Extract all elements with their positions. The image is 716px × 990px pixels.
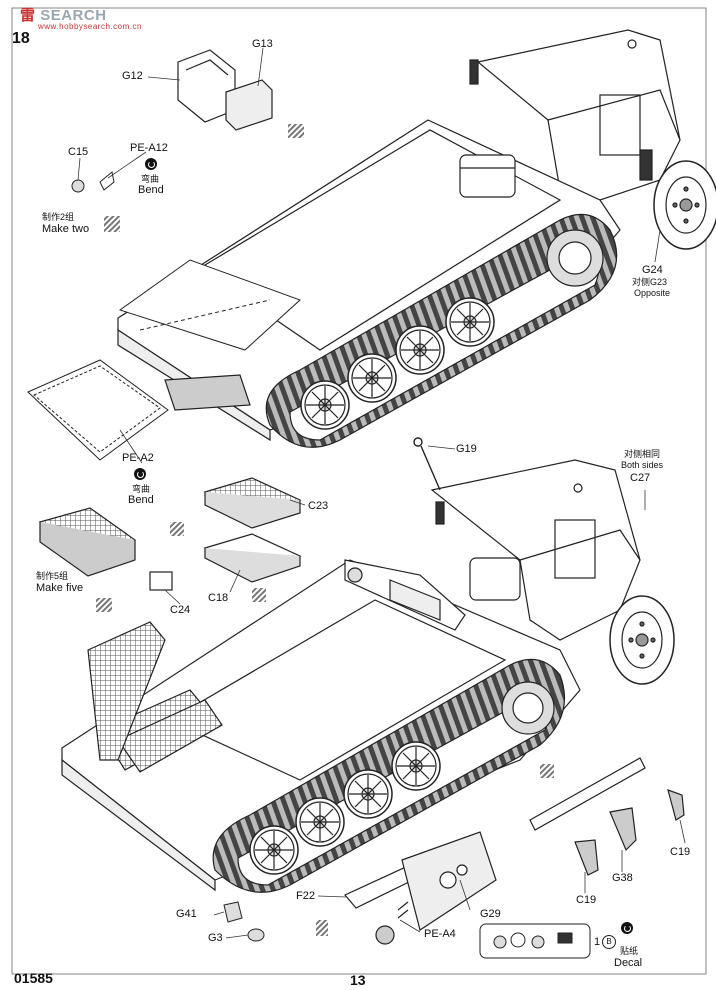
- label-pe-a4: PE-A4: [424, 928, 456, 940]
- label-c15: C15: [68, 146, 89, 158]
- upper-vehicle: [117, 29, 716, 448]
- watermark-site: SEARCH: [40, 7, 107, 24]
- pe-a2-parts: [27, 259, 301, 461]
- c19-g38-parts: [529, 757, 685, 876]
- label-both-sides-cn: 对侧相同: [624, 449, 661, 459]
- watermark-brand: 雷: [20, 7, 36, 24]
- label-g13: G13: [252, 38, 273, 50]
- label-c19-right: C19: [670, 846, 691, 858]
- label-g12: G12: [122, 70, 143, 82]
- label-c24: C24: [170, 604, 191, 616]
- step-number: 18: [12, 30, 30, 47]
- label-g41: G41: [176, 908, 197, 920]
- label-g38: G38: [612, 872, 633, 884]
- label-pe-a2: PE-A2: [122, 452, 154, 464]
- g12-g13-parts: [177, 49, 273, 131]
- label-g19: G19: [456, 443, 477, 455]
- kit-number: 01585: [14, 970, 53, 986]
- label-f22: F22: [296, 890, 315, 902]
- label-g3: G3: [208, 932, 223, 944]
- decal-sheet-badge: B: [602, 935, 616, 949]
- label-g29: G29: [480, 908, 501, 920]
- label-g24: G24: [642, 264, 663, 276]
- label-opposite-en: Opposite: [634, 288, 671, 298]
- label-bend-en-1: Bend: [138, 184, 164, 196]
- dashboard-part: [344, 559, 466, 631]
- label-pe-a12: PE-A12: [130, 142, 168, 154]
- label-c18: C18: [208, 592, 229, 604]
- bend-icon-2: [134, 468, 146, 480]
- watermark-slogan: www.hobbysearch.com.cn: [38, 22, 142, 31]
- rack-parts: [38, 477, 302, 761]
- label-decal-cn: 贴纸: [620, 946, 639, 956]
- g19-part: [413, 437, 441, 491]
- label-c19-left: C19: [576, 894, 597, 906]
- leader-lines: [77, 47, 686, 939]
- label-make-five-cn: 制作5组: [36, 571, 69, 581]
- label-c27: C27: [630, 472, 651, 484]
- page-number: 13: [350, 972, 366, 988]
- decal-sheet: [479, 923, 591, 959]
- lower-vehicle: [61, 459, 675, 893]
- label-make-five-en: Make five: [36, 582, 84, 594]
- watermark: 雷 SEARCH www.hobbysearch.com.cn: [20, 4, 141, 31]
- label-make-two-cn: 制作2组: [42, 212, 75, 222]
- label-both-sides-en: Both sides: [621, 460, 664, 470]
- label-opposite-cn: 对侧G23: [632, 277, 668, 287]
- decal-icon: [621, 922, 633, 934]
- label-bend-cn-2: 弯曲: [132, 484, 151, 494]
- page-border: [11, 7, 707, 975]
- label-decal-number: 1: [594, 936, 601, 948]
- label-bend-en-2: Bend: [128, 494, 154, 506]
- label-make-two-en: Make two: [42, 223, 90, 235]
- instrument-panel-parts: [344, 831, 497, 945]
- bend-icon: [145, 158, 157, 170]
- g41-g3-parts: [223, 901, 265, 942]
- hatch-marks: [96, 124, 554, 936]
- label-decal-en: Decal: [614, 957, 643, 969]
- label-c23: C23: [308, 500, 329, 512]
- label-bend-cn-1: 弯曲: [141, 174, 160, 184]
